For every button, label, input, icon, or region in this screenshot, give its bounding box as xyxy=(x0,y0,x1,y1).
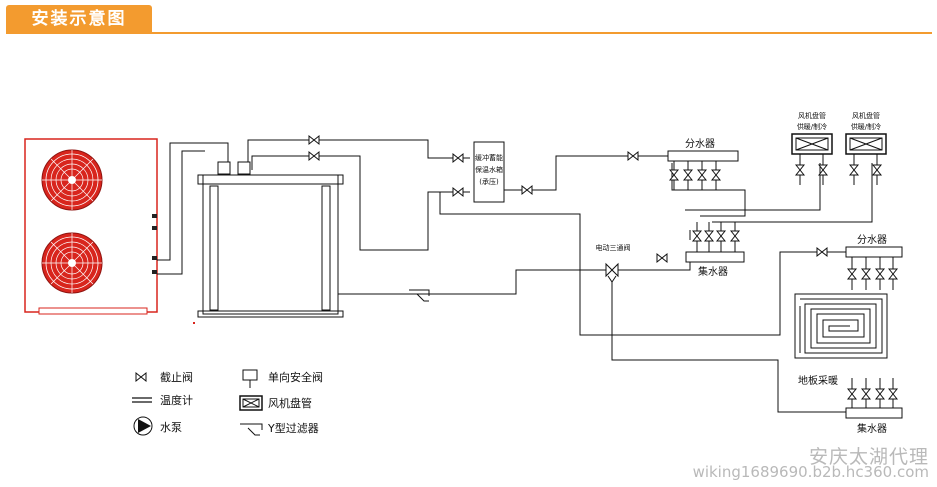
stop-valve-icon xyxy=(308,135,320,145)
fan-coil-icon xyxy=(239,395,263,411)
floor-heating-label: 地板采暖 xyxy=(798,374,838,387)
fan-icon xyxy=(41,149,103,211)
buffer-tank: 缓冲蓄能 保温水箱 (承压) xyxy=(473,141,505,203)
page-title: 安装示意图 xyxy=(6,5,152,33)
fan-coil-unit-1: 风机盘管 供暖/制冷 xyxy=(791,111,833,185)
valves xyxy=(308,135,828,263)
legend-item-stop-valve: 截止阀 xyxy=(135,370,193,384)
legend-fan-coil-label: 风机盘管 xyxy=(268,396,312,410)
collector-mid: 集水器 xyxy=(685,222,745,278)
distributor-right: 分水器 xyxy=(845,234,903,290)
safety-valve-icon xyxy=(242,369,258,388)
stop-valve-icon xyxy=(452,153,464,163)
thermometer-icon xyxy=(132,397,152,403)
stop-valve-icon xyxy=(627,151,639,161)
y-filter-icon xyxy=(409,289,430,302)
collector-bottom-label: 集水器 xyxy=(857,422,887,435)
indoor-water-tank xyxy=(193,161,344,324)
fan-coil-1-label-1: 风机盘管 xyxy=(798,111,826,120)
fan-coil-2-label-2: 供暖/制冷 xyxy=(851,122,881,131)
buffer-tank-label-3: (承压) xyxy=(479,177,499,186)
stop-valve-icon xyxy=(452,187,464,197)
watermark-brand: 安庆太湖代理 xyxy=(808,446,929,468)
legend-item-safety-valve: 单向安全阀 xyxy=(242,369,323,388)
stop-valve-icon xyxy=(521,185,533,195)
floor-heating-coil xyxy=(794,293,888,359)
fan-icon xyxy=(41,232,103,294)
legend-item-y-filter: Y型过滤器 xyxy=(240,421,319,436)
stop-valve-icon xyxy=(308,151,320,161)
fan-coil-2-label-1: 风机盘管 xyxy=(852,111,880,120)
pump-icon xyxy=(133,416,153,436)
stop-valve-icon xyxy=(816,247,828,257)
pipe-network xyxy=(157,139,873,413)
legend-y-filter-label: Y型过滤器 xyxy=(267,421,319,435)
stop-valve-icon xyxy=(656,253,668,263)
three-way-valve-icon xyxy=(605,262,619,283)
heat-pump-unit xyxy=(24,138,158,315)
watermark-url: wiking1689690.b2b.hc360.com xyxy=(692,463,929,481)
collector-bottom: 集水器 xyxy=(845,378,903,435)
legend-item-thermometer: 温度计 xyxy=(132,393,193,407)
fan-coil-unit-2: 风机盘管 供暖/制冷 xyxy=(845,111,887,185)
fan-coil-1-label-2: 供暖/制冷 xyxy=(797,122,827,131)
legend-item-pump: 水泵 xyxy=(133,416,182,436)
title-underline xyxy=(6,32,932,34)
legend-thermometer-label: 温度计 xyxy=(160,393,193,407)
buffer-tank-label-1: 缓冲蓄能 xyxy=(475,153,503,162)
legend-pump-label: 水泵 xyxy=(160,421,182,434)
y-filter-icon xyxy=(240,423,263,436)
legend-item-fan-coil: 风机盘管 xyxy=(239,395,312,411)
three-way-valve-label: 电动三通阀 xyxy=(596,243,631,252)
legend-safety-valve-label: 单向安全阀 xyxy=(268,370,323,384)
distributor-right-label: 分水器 xyxy=(857,234,887,246)
distributor-top-label: 分水器 xyxy=(685,138,715,150)
legend: 截止阀 温度计 水泵 单向安全阀 风机盘管 Y型过滤 xyxy=(132,369,323,436)
collector-mid-label: 集水器 xyxy=(698,265,728,278)
distributor-top: 分水器 xyxy=(667,138,739,190)
legend-stop-valve-label: 截止阀 xyxy=(160,370,193,384)
buffer-tank-label-2: 保温水箱 xyxy=(475,165,503,174)
stop-valve-icon xyxy=(135,372,147,382)
